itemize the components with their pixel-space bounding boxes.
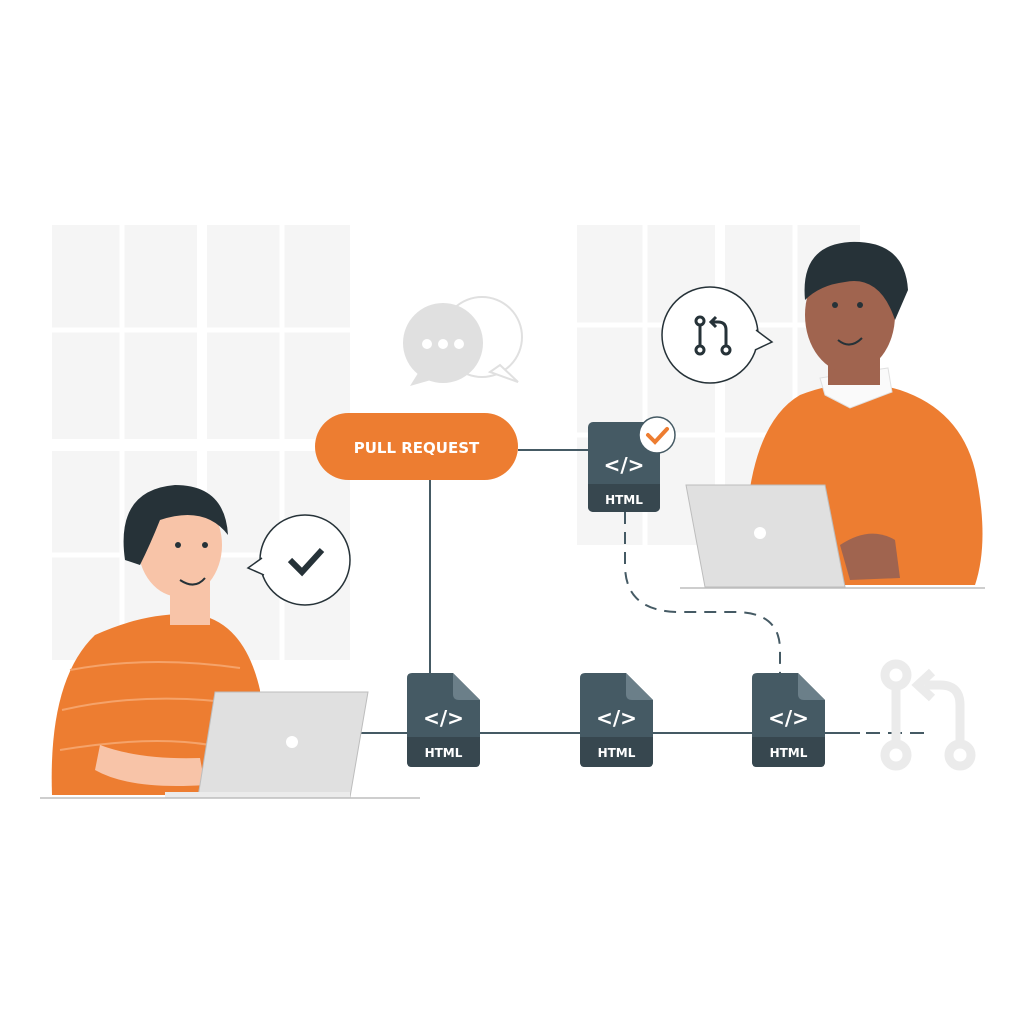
check-badge-icon [638,416,676,454]
branch-bubble [661,286,774,384]
git-pull-request-icon [880,659,976,771]
approval-bubble [246,514,351,606]
svg-text:HTML: HTML [425,746,463,760]
file-fold [798,673,825,700]
svg-text:HTML: HTML [598,746,636,760]
file-fold [453,673,480,700]
pull-request-badge[interactable]: PULL REQUEST [315,413,518,480]
svg-text:HTML: HTML [770,746,808,760]
git-pull-request-icon [694,315,732,356]
developer-man [680,241,985,589]
file-fold [626,673,653,700]
chat-bubbles-icon [403,296,523,386]
svg-text:</>: </> [768,706,809,730]
svg-text:</>: </> [596,706,637,730]
html-file-icon: </> HTML [752,673,825,767]
svg-text:</>: </> [423,706,464,730]
svg-text:HTML: HTML [605,493,643,507]
check-icon [287,547,325,577]
html-file-icon: </> HTML [580,673,653,767]
html-file-icon: </> HTML [407,673,480,767]
svg-text:</>: </> [604,453,645,477]
developer-woman [40,485,420,799]
pull-request-label: PULL REQUEST [354,439,480,457]
